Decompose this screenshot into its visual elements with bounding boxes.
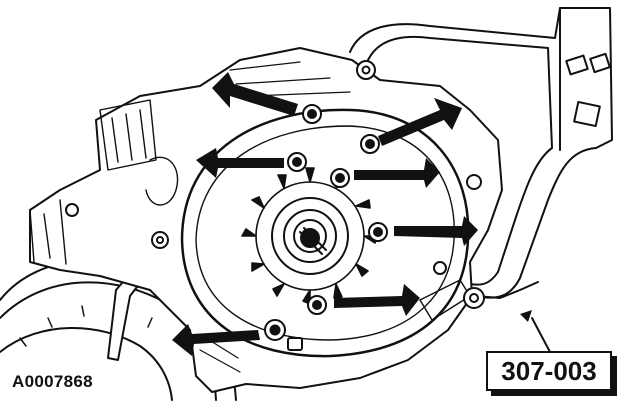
- bolt: [307, 295, 327, 315]
- arrow-bolt-top: [212, 72, 298, 116]
- bolt: [302, 104, 322, 124]
- bolt: [360, 134, 380, 154]
- arrow-bolt-bottom: [172, 324, 260, 356]
- tool-number-label: 307-003: [486, 351, 612, 391]
- arrow-bolt-left: [196, 148, 284, 178]
- arrow-bolt-center: [354, 158, 440, 188]
- figure-id-label: A0007868: [12, 372, 93, 391]
- bolt: [368, 222, 388, 242]
- input-shaft-assembly: [241, 167, 379, 305]
- arrow-bolt-right: [394, 216, 478, 246]
- callout-arrows: [172, 72, 532, 356]
- arrow-bolt-lower: [334, 284, 420, 316]
- pump-bolts: [264, 104, 388, 351]
- arrow-bolt-upper-right: [378, 98, 462, 146]
- arrow-tool-leader: [520, 310, 532, 322]
- bolt: [264, 319, 303, 351]
- bolt: [330, 168, 350, 188]
- tool-leader-line: [531, 317, 551, 353]
- bolt: [287, 152, 307, 172]
